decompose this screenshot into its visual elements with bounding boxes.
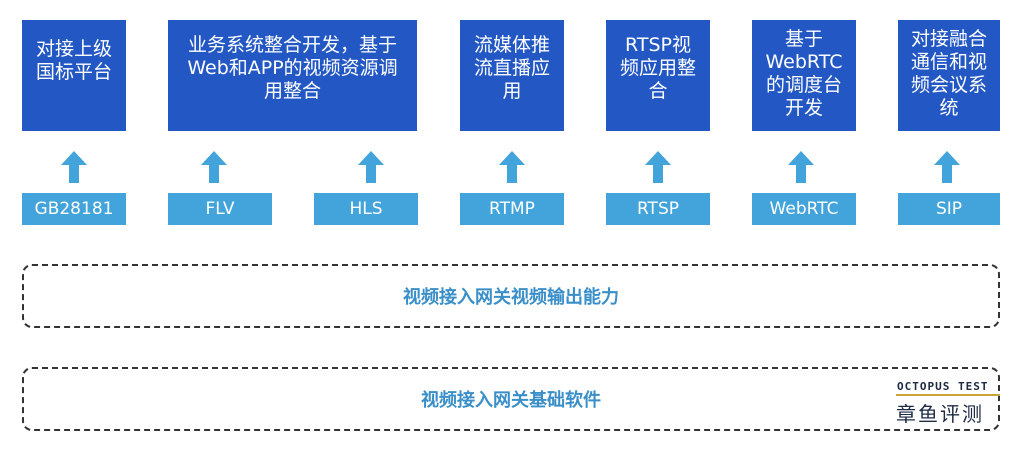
protocol-rtsp: RTSP	[606, 193, 710, 225]
up-arrow-icon	[788, 151, 814, 183]
watermark-en: OCTOPUS TEST	[897, 380, 989, 393]
box-rtsp-integration: RTSP视 频应用整 合	[606, 20, 710, 131]
up-arrow-icon	[499, 151, 525, 183]
output-capability-label: 视频接入网关视频输出能力	[403, 287, 619, 308]
watermark-cn: 章鱼评测	[896, 402, 984, 426]
protocol-webrtc: WebRTC	[752, 193, 856, 225]
box-superior-platform: 对接上级 国标平台	[22, 20, 126, 131]
box-streaming-live: 流媒体推 流直播应 用	[460, 20, 564, 131]
box-business-integration: 业务系统整合开发，基于 Web和APP的视频资源调 用整合	[168, 20, 417, 131]
up-arrow-icon	[201, 151, 227, 183]
base-software-band: 视频接入网关基础软件	[22, 367, 1000, 431]
up-arrow-icon	[61, 151, 87, 183]
box-conference-system: 对接融合 通信和视 频会议系 统	[898, 20, 1000, 131]
protocol-hls: HLS	[314, 193, 418, 225]
protocol-rtmp: RTMP	[460, 193, 564, 225]
base-software-label: 视频接入网关基础软件	[421, 390, 601, 411]
protocol-sip: SIP	[898, 193, 1000, 225]
up-arrow-icon	[358, 151, 384, 183]
box-webrtc-dispatch: 基于 WebRTC 的调度台 开发	[752, 20, 856, 131]
output-capability-band: 视频接入网关视频输出能力	[22, 264, 1000, 328]
protocol-gb28181: GB28181	[22, 193, 126, 225]
watermark-divider	[896, 394, 1000, 396]
protocol-flv: FLV	[168, 193, 272, 225]
up-arrow-icon	[645, 151, 671, 183]
up-arrow-icon	[934, 151, 960, 183]
